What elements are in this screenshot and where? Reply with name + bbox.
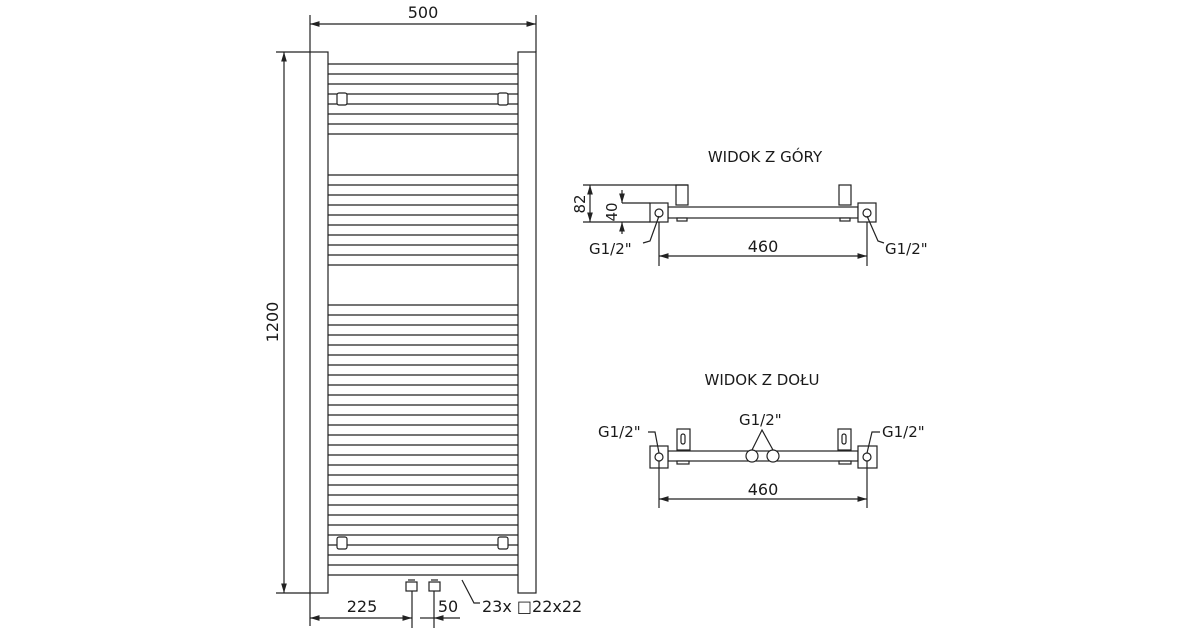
towel-bar-clip: [336, 536, 348, 550]
conn-left: G1/2": [598, 423, 641, 441]
front-view: 500 1200 225 50 23x □22x22: [263, 3, 582, 628]
bottom-view: WIDOK Z DOŁU G1/2" G1/2" G1/2" 460: [598, 371, 925, 508]
conn-right: G1/2": [882, 423, 925, 441]
conn-left: G1/2": [589, 240, 632, 258]
bars-label: 23x □22x22: [482, 597, 582, 616]
left-post: [309, 51, 329, 594]
depth-dim: 82: [571, 194, 589, 213]
top-view-title: WIDOK Z GÓRY: [708, 147, 823, 166]
offset-dim: 40: [603, 202, 621, 221]
right-post: [517, 51, 537, 594]
valve: [405, 581, 418, 592]
conn-right: G1/2": [885, 240, 928, 258]
width-dim: 500: [408, 3, 439, 22]
offset-dim: 225: [347, 597, 378, 616]
towel-bar-clip: [497, 92, 509, 106]
bars: [328, 63, 518, 576]
span-dim: 460: [748, 480, 779, 499]
conn-middle: G1/2": [739, 411, 782, 429]
spacing-dim: 50: [438, 597, 458, 616]
height-dim: 1200: [263, 302, 282, 343]
valve: [428, 581, 441, 592]
towel-bar-clip: [336, 92, 348, 106]
span-dim: 460: [748, 237, 779, 256]
top-view: WIDOK Z GÓRY 82 40 460 G1/2" G1/2": [571, 147, 928, 266]
towel-bar-clip: [497, 536, 509, 550]
bottom-view-title: WIDOK Z DOŁU: [704, 371, 819, 389]
